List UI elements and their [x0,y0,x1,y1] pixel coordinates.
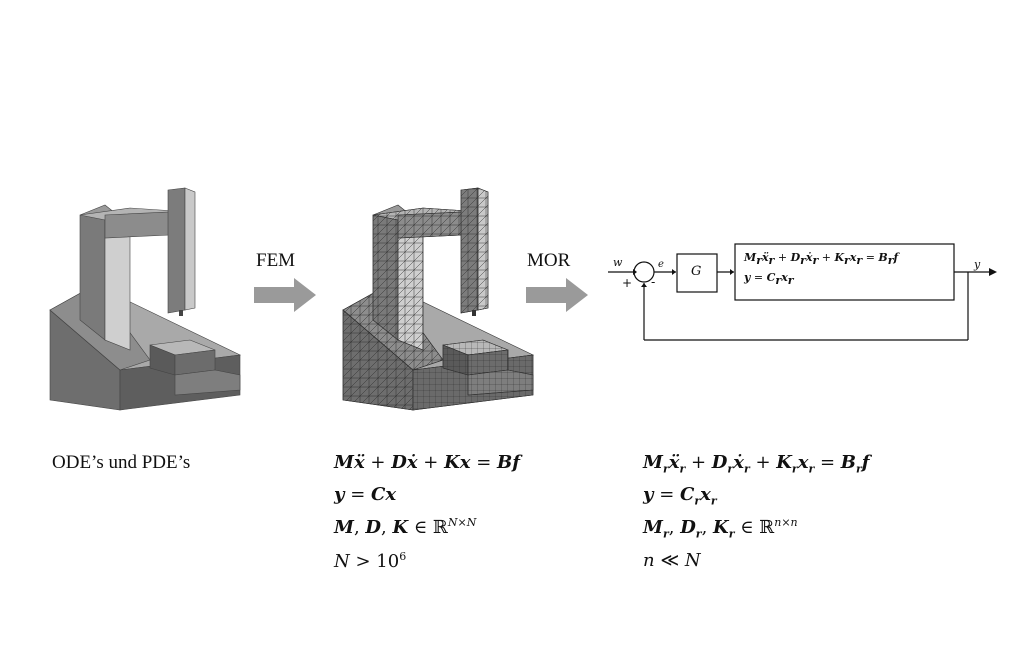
ode-pde-label: ODE’s und PDE’s [52,452,191,473]
reduced-model-size: n ≪ N [643,550,701,571]
input-w-label: w [613,256,623,269]
spindle-side [184,187,196,311]
system-equation-2: y = Crxr [744,271,794,288]
error-e-label: e [658,259,664,270]
full-model-size: N > 106 [334,550,407,572]
beam-front [104,211,171,239]
control-block-diagram [608,243,997,341]
mor-label: MOR [527,250,571,271]
full-model-equation-2: y = Cx [334,484,397,505]
full-model-equation-1: Mẍ + Dẋ + Kx = Bf [334,452,520,473]
column-front [79,214,106,341]
mor-arrow-icon [526,278,588,312]
fem-label: FEM [256,250,296,271]
controller-block [676,253,718,293]
spindle-front [167,187,186,314]
controller-g-label: G [691,264,702,279]
output-y-label: y [974,258,981,271]
machine-model-mesh [342,187,535,411]
reduced-model-equation-2: y = Crxr [643,484,717,508]
plus-sign: + [622,276,633,290]
minus-sign: - [651,275,656,289]
base-step [174,369,241,396]
machine-model-solid [49,187,242,411]
fem-arrow-icon [254,278,316,312]
reduced-model-equation-1: Mrẍr + Drẋr + Krxr = Brf [643,452,870,476]
full-model-dimension: M, D, K ∈ ℝN×N [334,516,477,538]
system-equation-1: Mrẍr + Drẋr + Krxr = Brf [744,251,899,268]
reduced-model-dimension: Mr, Dr, Kr ∈ ℝn×n [643,516,798,541]
spindle-tip [179,310,183,316]
